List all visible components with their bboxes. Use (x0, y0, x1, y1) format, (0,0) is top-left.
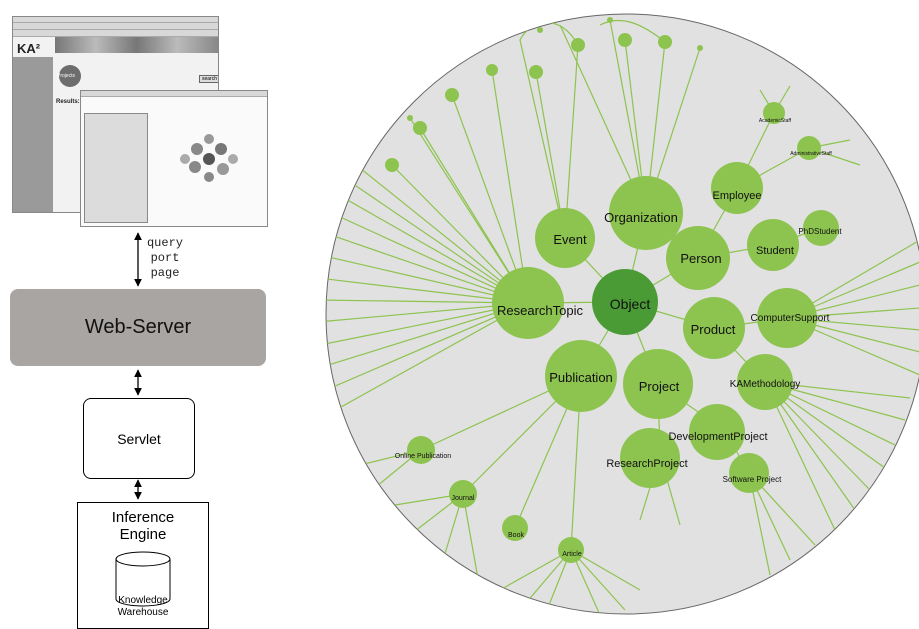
label-developmentproject: DevelopmentProject (668, 431, 767, 443)
node-developmentproject[interactable] (689, 404, 745, 460)
label-project: Project (639, 379, 680, 394)
node-project[interactable] (623, 349, 693, 419)
ka2-logo: KA² (17, 41, 41, 56)
servlet-box: Servlet (83, 398, 195, 479)
node-computersupport[interactable] (757, 288, 817, 348)
label-event: Event (553, 232, 587, 247)
architecture-arrows (134, 232, 142, 500)
label-administrativestaff: AdministrativeStaff (790, 151, 832, 157)
node-administrativestaff[interactable] (797, 136, 821, 160)
node-event[interactable] (535, 208, 595, 268)
knowledge-label: Knowledge (118, 595, 168, 606)
label-employee: Employee (713, 190, 762, 202)
node-publication[interactable] (545, 340, 617, 412)
node-object[interactable] (592, 269, 658, 335)
node-product[interactable] (683, 297, 745, 359)
label-softwareproject: Software Project (723, 475, 782, 484)
node-employee[interactable] (711, 162, 763, 214)
node-person[interactable] (666, 226, 730, 290)
node-journal[interactable] (449, 480, 477, 508)
node-softwareproject[interactable] (729, 453, 769, 493)
mini-tree (180, 134, 238, 182)
label-researchproject: ResearchProject (606, 458, 687, 470)
inference-engine-line2: Engine (119, 526, 167, 543)
port-label: port (150, 251, 180, 265)
web-server-box: Web-Server (10, 289, 266, 366)
page-label: page (150, 266, 180, 280)
label-student: Student (756, 245, 794, 257)
label-article: Article (562, 551, 582, 558)
node-phdstudent[interactable] (803, 210, 839, 246)
inference-engine-box: Inference Engine Knowledge Warehouse (77, 502, 209, 629)
label-organization: Organization (604, 210, 678, 225)
label-object: Object (610, 296, 651, 312)
label-publication: Publication (549, 370, 613, 385)
projects-icon (59, 65, 81, 87)
dialog-panel (84, 113, 148, 223)
node-organization[interactable] (609, 176, 683, 250)
protocol-labels: query port page (140, 236, 190, 281)
label-academicstaff: AcademicStaff (759, 118, 792, 124)
tree-labels: Object Organization Event Person Employe… (395, 118, 843, 558)
label-product: Product (691, 322, 736, 337)
peripheral-nodes (385, 17, 703, 172)
browser-screenshot-front (80, 90, 268, 227)
label-kamethodology: KAMethodology (730, 379, 801, 390)
label-researchtopic: ResearchTopic (497, 303, 583, 318)
node-article[interactable] (558, 537, 584, 563)
node-researchproject[interactable] (620, 428, 680, 488)
database-icon (115, 551, 171, 607)
label-onlinepublication: Online Publication (395, 453, 452, 460)
node-academicstaff[interactable] (763, 102, 785, 124)
node-student[interactable] (747, 219, 799, 271)
inference-engine-line1: Inference (111, 509, 175, 526)
label-journal: Journal (452, 495, 475, 502)
banner-strip (55, 37, 218, 53)
warehouse-label: Warehouse (117, 607, 169, 618)
label-book: Book (508, 532, 524, 539)
label-phdstudent: PhDStudent (798, 227, 842, 236)
search-button[interactable]: search (199, 75, 218, 83)
label-computersupport: ComputerSupport (751, 313, 830, 324)
node-book[interactable] (502, 515, 528, 541)
tree-nodes (407, 102, 839, 563)
query-label: query (146, 236, 183, 250)
label-person: Person (680, 251, 721, 266)
projects-label: Projects (57, 73, 76, 79)
node-researchtopic[interactable] (492, 267, 564, 339)
results-label: Results: (56, 99, 80, 105)
node-kamethodology[interactable] (737, 354, 793, 410)
node-onlinepublication[interactable] (407, 436, 435, 464)
